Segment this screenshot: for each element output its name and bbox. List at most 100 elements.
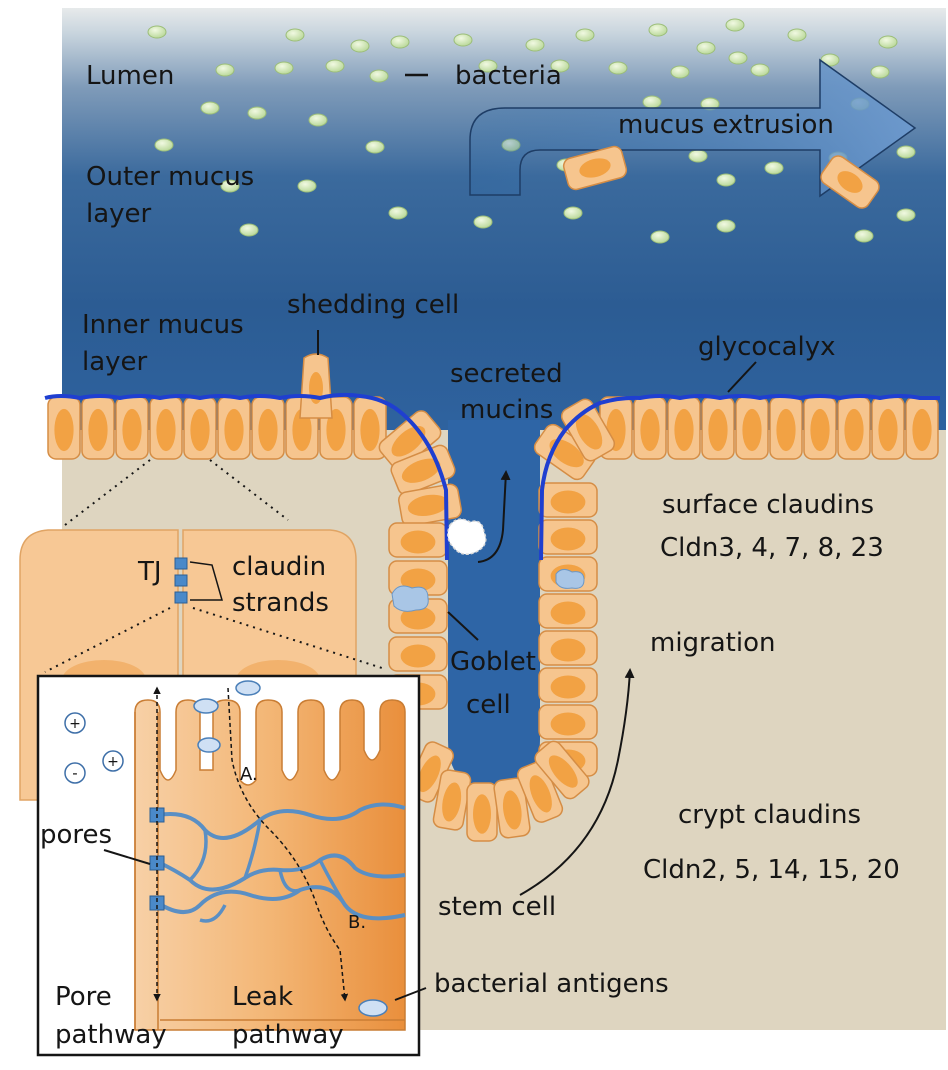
bacterium <box>729 52 747 64</box>
inset-cells <box>135 700 405 1030</box>
bacterium <box>897 146 915 158</box>
epithelial-cell <box>906 397 938 459</box>
bacterium <box>897 209 915 221</box>
epithelial-cell <box>539 483 597 517</box>
bacterium <box>649 24 667 36</box>
epithelial-cell <box>702 397 734 459</box>
plus-icon: + <box>65 713 85 733</box>
svg-text:+: + <box>107 754 119 770</box>
bacterium <box>689 150 707 162</box>
epithelial-cell <box>539 631 597 665</box>
surface-claudins-list: Cldn3, 4, 7, 8, 23 <box>660 533 884 563</box>
bacterium <box>651 231 669 243</box>
migration-label: migration <box>650 628 775 658</box>
epithelial-cell <box>252 397 284 459</box>
stem-cell-label: stem cell <box>438 892 556 922</box>
epithelial-cell <box>539 668 597 702</box>
bacterial-antigens-label: bacterial antigens <box>434 969 669 999</box>
claudin-strands-label: claudin <box>232 552 326 582</box>
secreted-mucins-label: secreted <box>450 359 563 389</box>
bacterial-antigen <box>359 1000 387 1016</box>
bacterium <box>788 29 806 41</box>
minus-icon: - <box>65 763 85 783</box>
bacterium <box>474 216 492 228</box>
bacterium <box>697 42 715 54</box>
claudin-strands-label-line2: strands <box>232 588 329 618</box>
bacterium <box>216 64 234 76</box>
epithelial-cell <box>389 637 447 671</box>
bacteria-label: bacteria <box>455 61 562 91</box>
epithelial-cell <box>539 520 597 554</box>
antigen <box>194 699 218 713</box>
epithelial-cell <box>872 397 904 459</box>
pore-pathway-label: Pore <box>55 982 112 1012</box>
epithelial-cell <box>150 397 182 459</box>
antigen <box>236 681 260 695</box>
bacterium <box>148 26 166 38</box>
path-a-label: A. <box>240 764 258 785</box>
bacterium <box>326 60 344 72</box>
bacterium <box>298 180 316 192</box>
crypt-lumen <box>448 420 540 790</box>
inner-mucus-label: Inner mucus <box>82 310 244 340</box>
shedding-cell-label: shedding cell <box>287 290 459 320</box>
bacterium <box>370 70 388 82</box>
svg-text:+: + <box>69 716 81 732</box>
goblet-vacuole <box>392 586 428 611</box>
glycocalyx-label: glycocalyx <box>698 332 836 362</box>
bacterium <box>366 141 384 153</box>
epithelial-cell <box>736 397 768 459</box>
bacterium <box>286 29 304 41</box>
bacterium <box>726 19 744 31</box>
epithelial-cell <box>184 397 216 459</box>
bacterium <box>576 29 594 41</box>
goblet-cell-label-line2: cell <box>466 690 511 720</box>
leak-pathway-label: Leak <box>232 982 293 1012</box>
bacterium <box>751 64 769 76</box>
bacterium <box>351 40 369 52</box>
bacterium <box>765 162 783 174</box>
secreted-mucins-label-line2: mucins <box>460 395 553 425</box>
crypt-claudins-list: Cldn2, 5, 14, 15, 20 <box>643 855 900 885</box>
epithelial-cell <box>218 397 250 459</box>
epithelial-cell <box>668 397 700 459</box>
bacterium <box>879 36 897 48</box>
epithelial-cell <box>116 397 148 459</box>
epithelial-cell <box>539 594 597 628</box>
bacterium <box>855 230 873 242</box>
mucus-extrusion-label: mucus extrusion <box>618 110 834 140</box>
pores-label: pores <box>40 820 112 850</box>
bacterium <box>240 224 258 236</box>
bacterium <box>155 139 173 151</box>
bacterium <box>391 36 409 48</box>
epithelial-cell <box>467 783 497 841</box>
goblet-vacuole <box>556 569 584 588</box>
lumen-label: Lumen <box>86 61 174 91</box>
bacterium <box>309 114 327 126</box>
bacterium <box>389 207 407 219</box>
epithelial-cell <box>48 397 80 459</box>
epithelial-cell <box>634 397 666 459</box>
epithelial-cell <box>804 397 836 459</box>
surface-claudins-label: surface claudins <box>662 490 874 520</box>
epithelial-cell <box>770 397 802 459</box>
bacterium <box>609 62 627 74</box>
path-b-label: B. <box>348 912 366 933</box>
bacterium <box>643 96 661 108</box>
bacterium <box>248 107 266 119</box>
bacterium <box>275 62 293 74</box>
goblet-cell-label: Goblet <box>450 647 536 677</box>
bacterium <box>454 34 472 46</box>
leak-pathway-label-line2: pathway <box>232 1020 344 1050</box>
antigen <box>198 738 220 752</box>
epithelial-cell <box>82 397 114 459</box>
bacterium <box>671 66 689 78</box>
epithelial-cell <box>389 523 447 557</box>
bacterium <box>717 220 735 232</box>
plus-icon: + <box>103 751 123 771</box>
outer-mucus-label: Outer mucus <box>86 162 254 192</box>
shedding-cell <box>300 354 332 418</box>
outer-mucus-label-line2: layer <box>86 199 152 229</box>
tj-label: TJ <box>137 557 162 587</box>
